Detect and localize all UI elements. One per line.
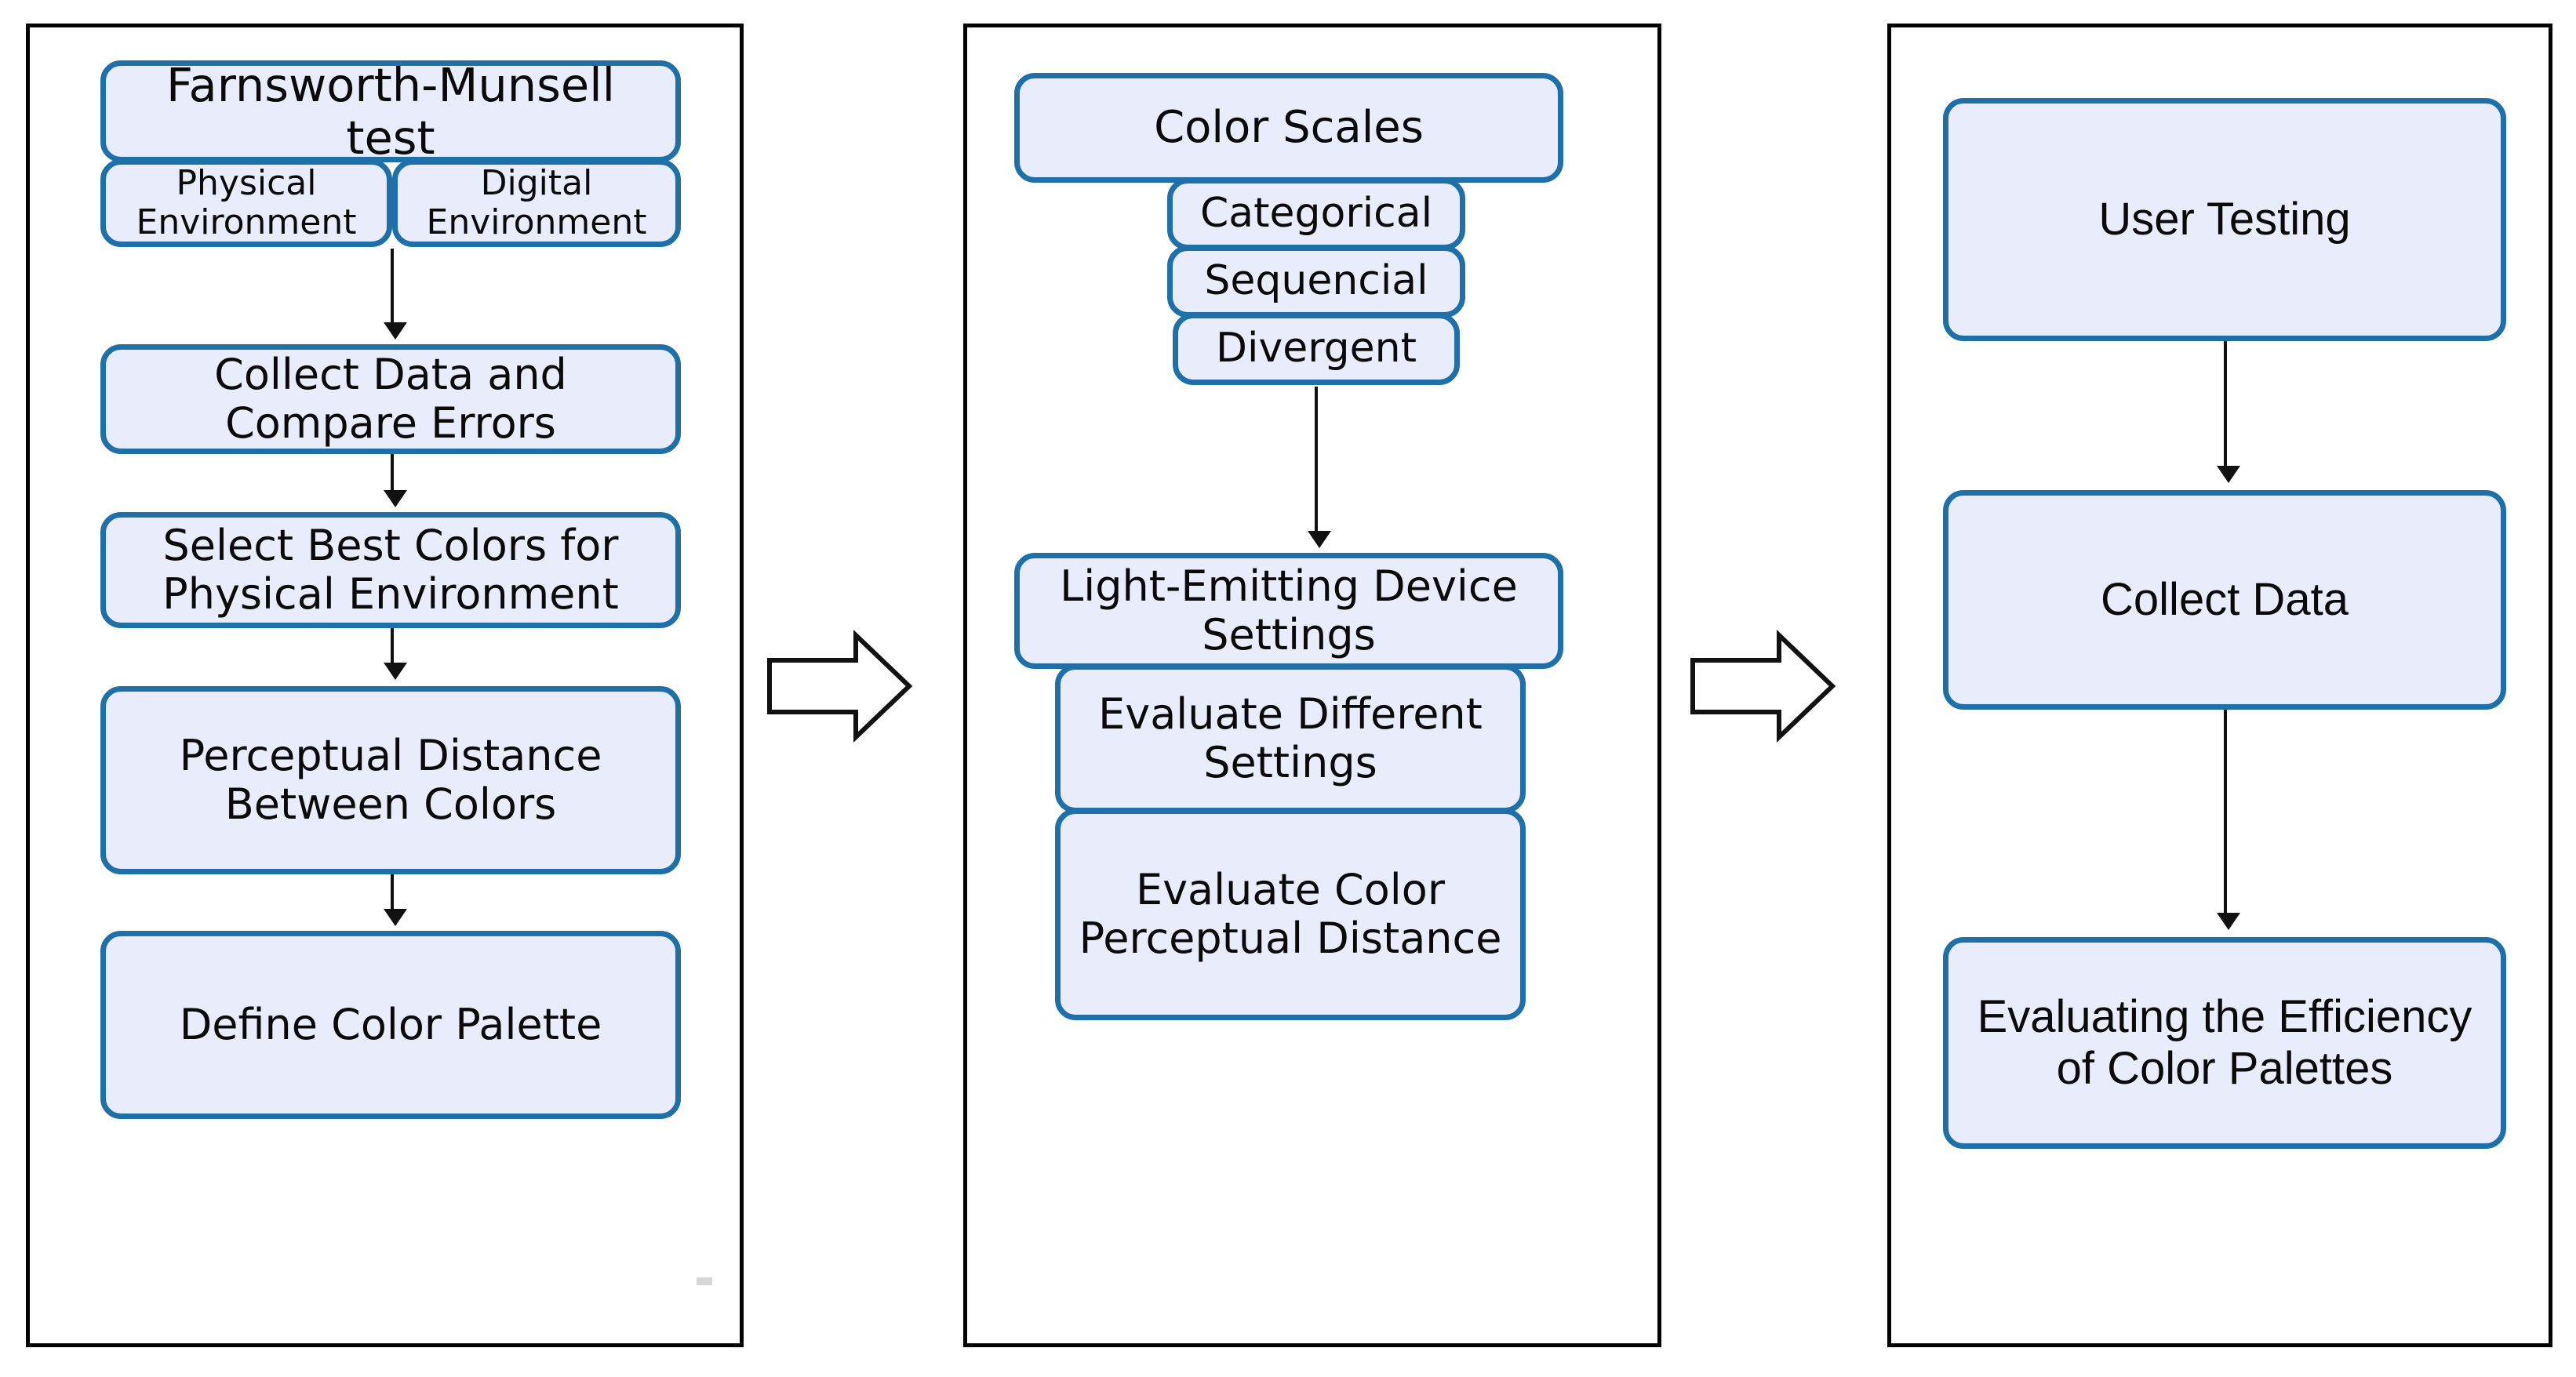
arrow-collect-data-to-evaluating-efficiency xyxy=(2217,710,2240,930)
node-label: Evaluating the Efficiency of Color Palet… xyxy=(1977,990,2472,1094)
node-label: Categorical xyxy=(1199,190,1433,238)
node-label: Sequencial xyxy=(1204,257,1428,305)
node-evaluate-different-settings[interactable]: Evaluate Different Settings xyxy=(1055,664,1526,813)
stage-arrow-1-to-2 xyxy=(765,627,914,745)
node-evaluate-color-perceptual-distance[interactable]: Evaluate Color Perceptual Distance xyxy=(1055,808,1526,1020)
node-label: Digital Environment xyxy=(426,162,647,242)
arrow-environment-to-collect-data xyxy=(384,249,407,340)
node-light-emitting-device-settings[interactable]: Light-Emitting Device Settings xyxy=(1014,553,1563,669)
node-perceptual-distance-between-colors[interactable]: Perceptual Distance Between Colors xyxy=(100,686,681,874)
panel-color-selection-stage: Farnsworth-Munsell test Physical Environ… xyxy=(26,24,744,1347)
arrow-select-best-colors-to-perceptual-distance xyxy=(384,628,407,680)
arrow-collect-data-to-select-best-colors xyxy=(384,454,407,507)
node-label: Collect Data and Compare Errors xyxy=(214,350,567,448)
node-collect-data-and-compare-errors[interactable]: Collect Data and Compare Errors xyxy=(100,344,681,454)
node-digital-environment[interactable]: Digital Environment xyxy=(392,159,681,247)
node-sequencial[interactable]: Sequencial xyxy=(1167,245,1465,318)
node-evaluating-the-efficiency-of-color-palettes[interactable]: Evaluating the Efficiency of Color Palet… xyxy=(1943,937,2506,1149)
stage-arrow-2-to-3 xyxy=(1688,627,1837,745)
node-physical-environment[interactable]: Physical Environment xyxy=(100,159,392,247)
node-label: Color Scales xyxy=(1154,102,1424,154)
node-label: Light-Emitting Device Settings xyxy=(1060,561,1518,659)
node-select-best-colors-for-physical-environment[interactable]: Select Best Colors for Physical Environm… xyxy=(100,512,681,628)
node-color-scales[interactable]: Color Scales xyxy=(1014,73,1563,183)
node-collect-data[interactable]: Collect Data xyxy=(1943,490,2506,710)
node-label: Define Color Palette xyxy=(179,1000,602,1050)
arrow-user-testing-to-collect-data xyxy=(2217,341,2240,483)
panel-color-scales-stage: Color Scales Categorical Sequencial Dive… xyxy=(963,24,1661,1347)
node-label: Farnsworth-Munsell test xyxy=(166,57,615,165)
node-categorical[interactable]: Categorical xyxy=(1167,178,1465,250)
stray-mark xyxy=(697,1277,712,1285)
arrow-perceptual-distance-to-define-palette xyxy=(384,874,407,926)
node-label: Select Best Colors for Physical Environm… xyxy=(162,521,619,619)
node-label: Divergent xyxy=(1215,325,1417,372)
node-label: Perceptual Distance Between Colors xyxy=(179,731,602,829)
node-label: Physical Environment xyxy=(136,162,357,242)
node-define-color-palette[interactable]: Define Color Palette xyxy=(100,931,681,1119)
node-label: Evaluate Color Perceptual Distance xyxy=(1079,865,1502,963)
node-label: User Testing xyxy=(2098,193,2351,245)
node-label: Evaluate Different Settings xyxy=(1098,689,1483,787)
node-user-testing[interactable]: User Testing xyxy=(1943,98,2506,341)
panel-user-testing-stage: User Testing Collect Data Evaluating the… xyxy=(1887,24,2552,1347)
node-farnsworth-munsell-test[interactable]: Farnsworth-Munsell test xyxy=(100,57,681,165)
node-divergent[interactable]: Divergent xyxy=(1173,313,1460,385)
arrow-divergent-to-device-settings xyxy=(1308,387,1331,548)
node-label: Collect Data xyxy=(2101,573,2349,625)
